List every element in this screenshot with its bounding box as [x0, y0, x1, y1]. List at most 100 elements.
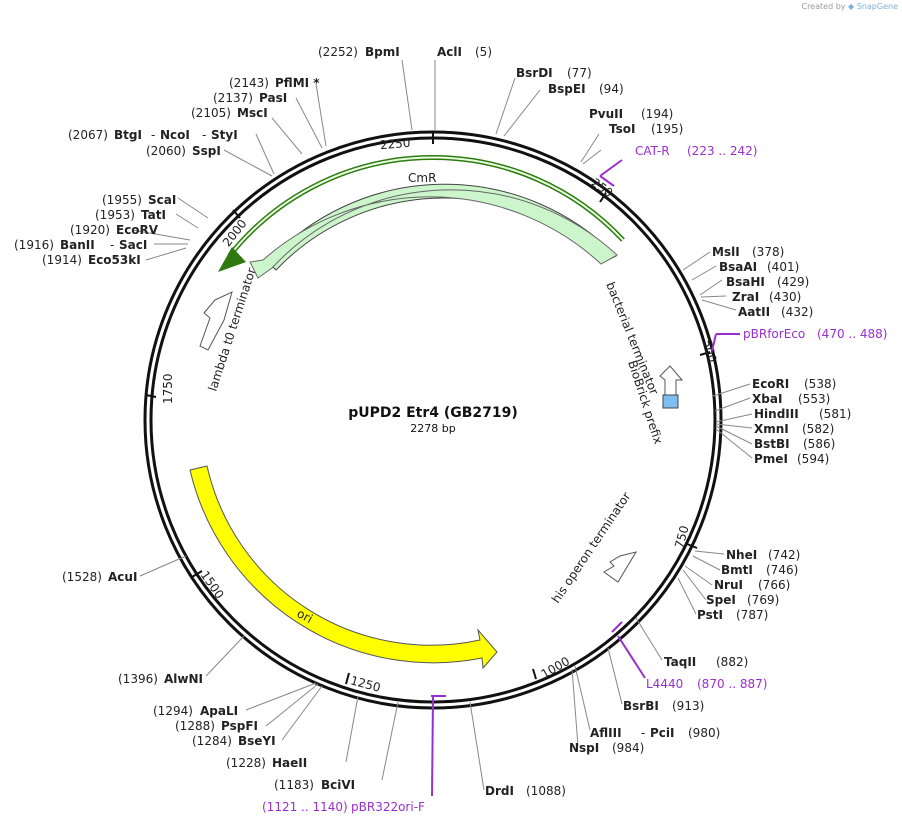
site-pos: (1284) — [192, 734, 232, 748]
site-pos: (2105) — [191, 106, 231, 120]
site-pos: (538) — [804, 377, 836, 391]
tick-marks — [145, 132, 711, 685]
site-pos: (77) — [567, 66, 592, 80]
tick-label: 750 — [672, 524, 691, 550]
site-name: StyI — [211, 128, 238, 142]
site-name: AatII — [738, 305, 770, 319]
site-pos: (2060) — [146, 144, 186, 158]
ori-label: ori — [295, 606, 315, 626]
ori-feature — [189, 465, 498, 670]
site-pos: (746) — [766, 563, 798, 577]
site-name: HaeII — [272, 756, 307, 770]
site-pos: (2252) — [318, 45, 358, 59]
site-name: XmnI — [754, 422, 789, 436]
site-name: ZraI — [732, 290, 759, 304]
site-pos: (401) — [767, 260, 799, 274]
site-name: PflMI * — [275, 76, 320, 90]
primer-labels: CAT-R (223 .. 242) pBRforEco (470 .. 488… — [262, 144, 887, 814]
site-name: Eco53kI — [88, 253, 141, 267]
site-pos: (1528) — [62, 570, 102, 584]
site-pos: (195) — [651, 122, 683, 136]
site-name: BseYI — [238, 734, 276, 748]
plasmid-size: 2278 bp — [410, 422, 455, 435]
site-pos: (1228) — [226, 756, 266, 770]
site-pos: (581) — [819, 407, 851, 421]
site-pos: (194) — [641, 107, 673, 121]
tick-label: 500 — [700, 338, 719, 364]
site-name: BstBI — [754, 437, 790, 451]
site-pos: (1914) — [42, 253, 82, 267]
site-name: DrdI — [485, 784, 514, 798]
site-sep: - — [110, 238, 114, 252]
site-name: ScaI — [148, 193, 176, 207]
site-name: AclI — [437, 45, 462, 59]
snapgene-logo-icon: ◆ — [848, 2, 855, 11]
site-name: NheI — [726, 548, 757, 562]
snapgene-credit: Created by ◆ SnapGene — [801, 2, 898, 11]
site-pos: (1955) — [102, 193, 142, 207]
site-pos: (913) — [672, 699, 704, 713]
primer-range: (1121 .. 1140) — [262, 800, 348, 814]
site-name: PasI — [259, 91, 287, 105]
site-name: MslI — [712, 245, 740, 259]
biobrick-terminator-arrow — [659, 365, 684, 397]
site-pos: (1088) — [526, 784, 566, 798]
site-pos: (1294) — [153, 704, 193, 718]
site-name: MscI — [237, 106, 268, 120]
site-pos: (582) — [802, 422, 834, 436]
site-name: SacI — [119, 238, 147, 252]
site-pos: (980) — [688, 726, 720, 740]
site-pos: (1920) — [70, 223, 110, 237]
lambda-t0-terminator-arrow — [199, 291, 233, 351]
site-name: BsaAI — [719, 260, 757, 274]
site-sep: - — [151, 128, 155, 142]
primer-range: (870 .. 887) — [697, 677, 767, 691]
site-name: SpeI — [706, 593, 736, 607]
site-name: BsrBI — [623, 699, 659, 713]
site-name: SspI — [192, 144, 221, 158]
site-name: TatI — [141, 208, 166, 222]
primer-name: CAT-R — [635, 144, 670, 158]
site-pos: (586) — [803, 437, 835, 451]
site-name: NruI — [714, 578, 743, 592]
site-name: BpmI — [365, 45, 400, 59]
cmr-arrow-tip — [218, 247, 246, 272]
site-pos: (1183) — [274, 778, 314, 792]
site-name: PmeI — [754, 452, 788, 466]
site-name: XbaI — [752, 392, 782, 406]
primer-range: (223 .. 242) — [687, 144, 757, 158]
site-pos: (2143) — [229, 76, 269, 90]
site-pos: (1916) — [14, 238, 54, 252]
site-pos: (5) — [475, 45, 492, 59]
site-pos: (2137) — [213, 91, 253, 105]
site-pos: (787) — [736, 608, 768, 622]
site-name: AlwNI — [164, 672, 203, 686]
site-pos: (594) — [797, 452, 829, 466]
his-operon-terminator-label: his operon terminator — [549, 490, 634, 606]
site-pos: (769) — [747, 593, 779, 607]
site-pos: (432) — [781, 305, 813, 319]
site-name: TsoI — [609, 122, 635, 136]
site-name: ApaLI — [200, 704, 238, 718]
site-name: PciI — [650, 726, 675, 740]
site-leader-lines — [131, 59, 753, 791]
site-pos: (429) — [777, 275, 809, 289]
site-name: BmtI — [721, 563, 753, 577]
credit-prefix: Created by — [801, 2, 846, 11]
site-name: AcuI — [108, 570, 137, 584]
site-name: BtgI — [114, 128, 142, 142]
site-name: BanII — [60, 238, 95, 252]
site-pos: (94) — [599, 82, 624, 96]
tick-label: 1750 — [161, 373, 175, 404]
primer-name: pBRforEco — [743, 327, 805, 341]
cmr-label: CmR — [408, 171, 436, 185]
primer-range: (470 .. 488) — [817, 327, 887, 341]
site-name: TaqII — [664, 655, 696, 669]
cmr-feature-body — [249, 189, 618, 279]
primer-name: pBR322ori-F — [351, 800, 425, 814]
site-pos: (1396) — [118, 672, 158, 686]
credit-brand: SnapGene — [856, 2, 898, 11]
biobrick-prefix-box — [662, 394, 679, 409]
site-name: AflIII — [590, 726, 622, 740]
